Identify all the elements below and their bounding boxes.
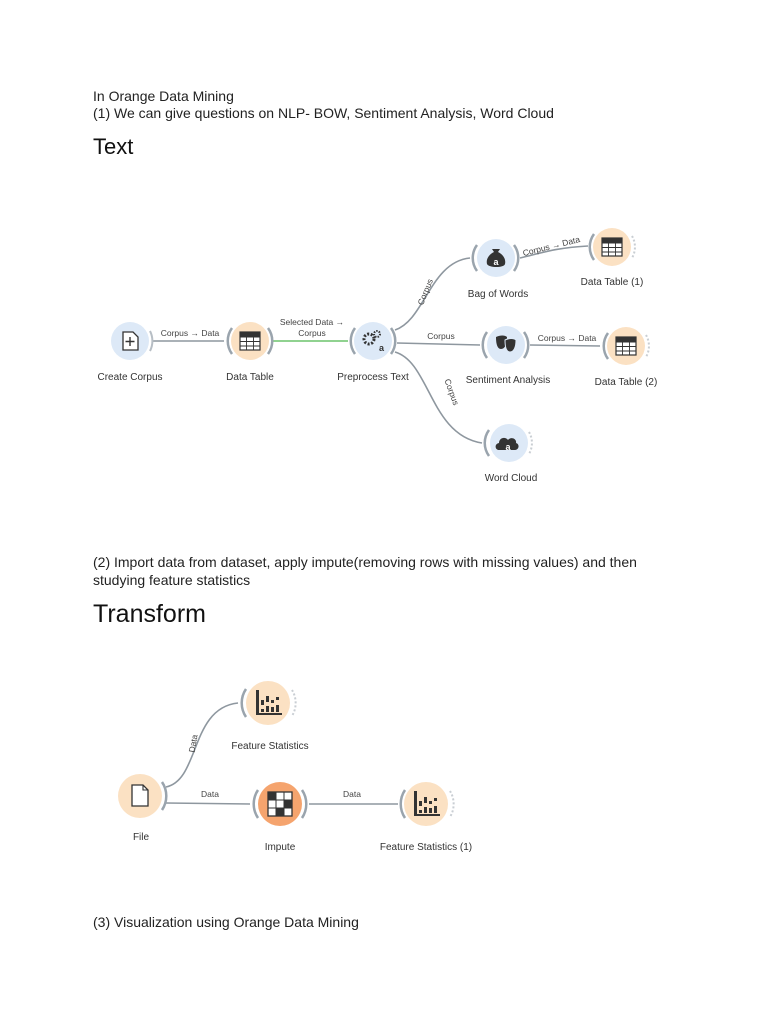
transform-workflow-diagram: Data Data Data File Feature Statistics	[118, 681, 472, 853]
bar-chart-icon	[256, 690, 282, 715]
node-label-sentiment-analysis: Sentiment Analysis	[466, 375, 551, 386]
edge-label-data-file-fs: Data	[187, 734, 200, 754]
bar-chart-icon	[414, 791, 440, 816]
node-file[interactable]	[118, 774, 168, 818]
node-data-table-1[interactable]	[588, 228, 636, 266]
svg-text:a: a	[379, 343, 385, 353]
node-label-create-corpus: Create Corpus	[97, 372, 162, 383]
node-label-data-table-1: Data Table (1)	[581, 277, 644, 288]
table-icon	[615, 336, 637, 356]
node-label-data-table-2: Data Table (2)	[595, 377, 658, 388]
text-workflow-diagram: Corpus → Data Selected Data → Corpus Cor…	[97, 228, 658, 484]
node-word-cloud[interactable]: a	[483, 424, 533, 462]
link-file-impute	[165, 802, 251, 805]
node-label-bag-of-words: Bag of Words	[468, 289, 528, 300]
node-create-corpus[interactable]	[111, 322, 154, 360]
node-feature-statistics-1[interactable]	[399, 782, 455, 826]
theater-masks-icon	[496, 335, 517, 353]
node-impute[interactable]	[252, 782, 308, 826]
node-label-impute: Impute	[265, 842, 296, 853]
impute-grid-icon	[267, 791, 293, 817]
link-sentiment-data-table-2	[529, 344, 601, 347]
node-label-preprocess-text: Preprocess Text	[337, 372, 409, 383]
edge-label-selected-data-1: Selected Data →	[280, 317, 344, 327]
node-label-feature-statistics-1: Feature Statistics (1)	[380, 842, 472, 853]
money-bag-icon: a	[486, 249, 506, 267]
link-file-feature-statistics	[165, 702, 239, 788]
table-icon	[239, 331, 261, 351]
link-bag-of-words-data-table-1	[519, 245, 589, 259]
file-icon	[131, 784, 149, 807]
item-2-line-2: studying feature statistics	[93, 572, 251, 588]
link-preprocess-word-cloud	[394, 351, 483, 444]
node-label-file: File	[133, 832, 150, 843]
edge-label-corpus-data-sentiment: Corpus → Data	[538, 333, 597, 343]
svg-text:a: a	[493, 257, 499, 267]
node-bag-of-words[interactable]: a	[471, 239, 520, 277]
edge-label-data-impute-fs1: Data	[343, 789, 361, 799]
intro-line-1: In Orange Data Mining	[93, 88, 234, 104]
item-3-line-1: (3) Visualization using Orange Data Mini…	[93, 914, 359, 930]
link-preprocess-bag-of-words	[394, 257, 471, 331]
svg-text:a: a	[505, 442, 511, 452]
node-label-data-table: Data Table	[226, 372, 274, 383]
node-label-feature-statistics: Feature Statistics	[231, 741, 308, 752]
table-icon	[601, 237, 623, 257]
node-feature-statistics[interactable]	[240, 681, 297, 725]
node-label-word-cloud: Word Cloud	[485, 473, 538, 484]
node-sentiment-analysis[interactable]	[481, 326, 530, 364]
edge-label-data-file-impute: Data	[201, 789, 219, 799]
item-2-line-1: (2) Import data from dataset, apply impu…	[93, 554, 637, 570]
edge-label-selected-data-2: Corpus	[298, 328, 325, 338]
cloud-icon: a	[495, 437, 519, 452]
intro-line-2: (1) We can give questions on NLP- BOW, S…	[93, 105, 554, 121]
node-data-table[interactable]	[226, 322, 274, 360]
link-preprocess-sentiment	[396, 342, 481, 346]
gears-icon: a	[362, 330, 385, 353]
transform-section-heading: Transform	[93, 600, 206, 628]
node-preprocess-text[interactable]: a	[349, 322, 397, 360]
edge-label-corpus-sentiment: Corpus	[427, 331, 454, 341]
text-section-heading: Text	[93, 134, 134, 159]
edge-label-corpus-data: Corpus → Data	[161, 328, 220, 338]
node-data-table-2[interactable]	[602, 327, 650, 365]
add-file-icon	[122, 331, 139, 351]
